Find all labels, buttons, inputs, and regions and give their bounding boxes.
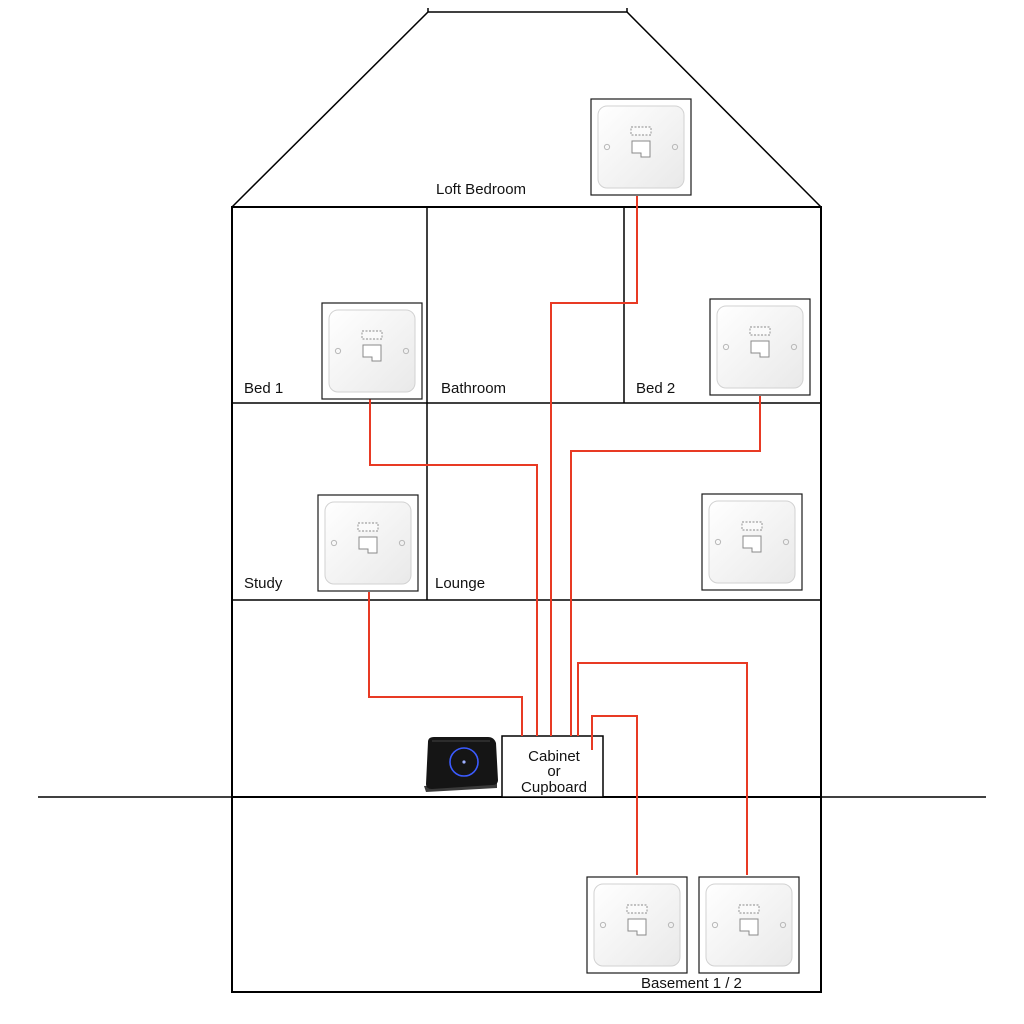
cabinet-label-line1: Cabinet xyxy=(528,748,581,765)
cable-basement-2 xyxy=(577,662,748,875)
room-label-bathroom: Bathroom xyxy=(441,380,506,397)
ethernet-wall-socket-icon xyxy=(590,98,692,196)
room-label-loft-bedroom: Loft Bedroom xyxy=(436,181,526,198)
ethernet-wall-socket-icon xyxy=(317,494,419,592)
cable-basement-1 xyxy=(591,715,638,875)
cabinet-label-line3: Cupboard xyxy=(521,779,587,796)
network-cables xyxy=(368,196,761,875)
ethernet-wall-socket-icon xyxy=(586,876,688,974)
roof xyxy=(231,8,822,208)
cable-loft xyxy=(550,196,638,736)
cabinet-box xyxy=(501,735,604,798)
ethernet-wall-socket-icon xyxy=(321,302,423,400)
room-label-bed-1: Bed 1 xyxy=(244,380,283,397)
room-label-lounge: Lounge xyxy=(435,575,485,592)
room-label-bed-2: Bed 2 xyxy=(636,380,675,397)
cable-bed-2 xyxy=(570,396,761,736)
cable-study xyxy=(368,592,523,736)
ethernet-wall-socket-icon xyxy=(698,876,800,974)
ethernet-wall-socket-icon xyxy=(701,493,803,591)
room-label-basement: Basement 1 / 2 xyxy=(641,975,742,992)
router-icon xyxy=(424,737,498,792)
room-label-study: Study xyxy=(244,575,283,592)
cabinet-label-line2: or xyxy=(547,763,560,780)
ethernet-wall-socket-icon xyxy=(709,298,811,396)
cable-bed-1 xyxy=(369,399,538,736)
house-walls xyxy=(231,206,822,993)
